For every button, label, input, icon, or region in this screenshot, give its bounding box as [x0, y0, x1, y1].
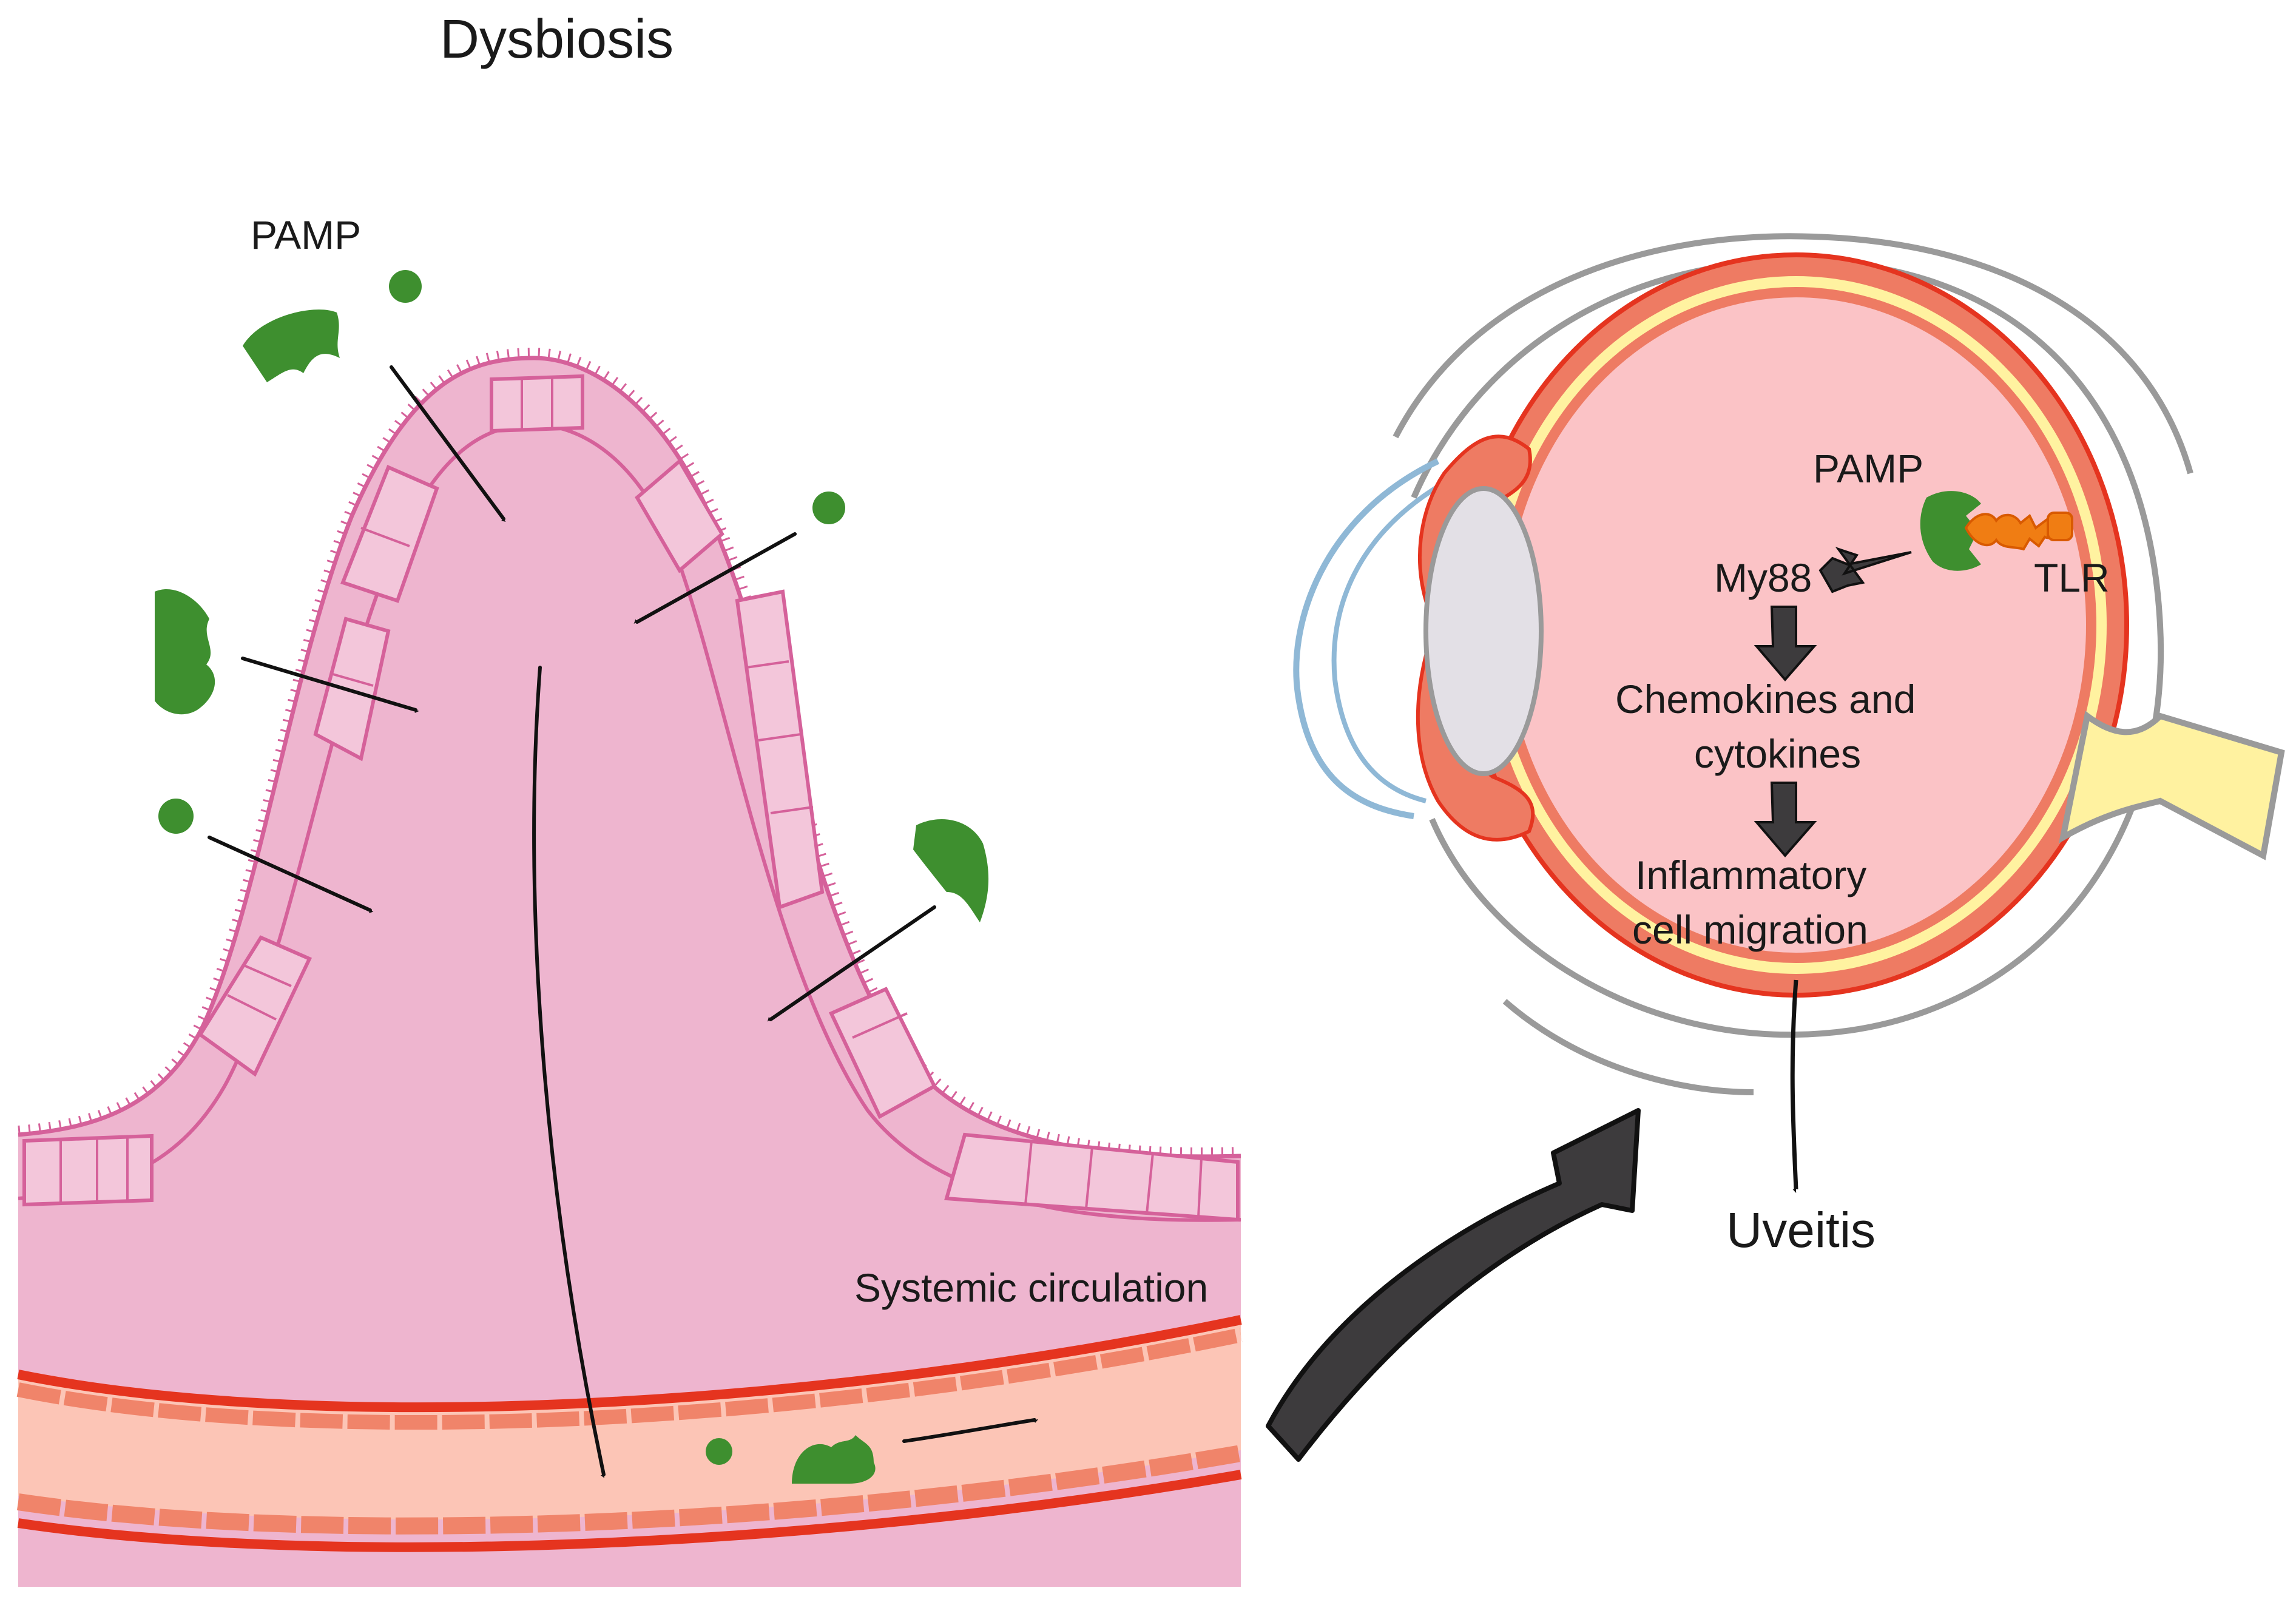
- cell-divisions: [59, 376, 1203, 1218]
- lens: [1423, 486, 1544, 776]
- label-tlr: TLR: [2034, 555, 2110, 600]
- label-uveitis: Uveitis: [1726, 1203, 1876, 1258]
- pamp-blob-icon: [155, 589, 215, 715]
- vessel-wall-top: [17, 1315, 1242, 1413]
- title-dysbiosis: Dysbiosis: [440, 9, 674, 70]
- label-my88: My88: [1714, 555, 1812, 600]
- label-inflammatory-line2: cell migration: [1632, 907, 1868, 952]
- optic-nerve: [2058, 711, 2285, 860]
- pamp-blob-icon: [243, 309, 340, 382]
- sclera-outline: [1411, 257, 2164, 1038]
- pamp-blob-icon: [913, 819, 989, 922]
- pamp-dot-icon: [158, 799, 194, 834]
- gut-pamps: [155, 270, 989, 1484]
- pamp-dot-icon: [389, 270, 422, 303]
- pamp-dot-icon: [812, 492, 845, 524]
- gut-villus: [18, 347, 1241, 1587]
- label-systemic-circulation: Systemic circulation: [854, 1265, 1208, 1310]
- vessel-endothelium-bottom: [16, 1445, 1243, 1535]
- blood-vessel: [16, 1315, 1243, 1587]
- vessel-wall-bottom: [17, 1470, 1242, 1552]
- cornea: [1293, 458, 1440, 819]
- pamp-dot-icon: [706, 1438, 732, 1465]
- systemic-to-eye-arrow: [1266, 1108, 1641, 1462]
- tlr-receptor-icon: [1964, 512, 2073, 551]
- label-chemokines-line2: cytokines: [1694, 731, 1861, 776]
- pamp-entry-arrows: [208, 365, 1035, 1475]
- label-pamp-eye: PAMP: [1813, 446, 1923, 491]
- villus-tissue: [18, 358, 1241, 1587]
- pamp-blob-icon: [1920, 491, 1981, 571]
- vessel-endothelium-top: [16, 1328, 1243, 1430]
- uveitis-arrow: [1792, 979, 1798, 1189]
- label-inflammatory-line1: Inflammatory: [1635, 853, 1866, 897]
- epithelial-cells: [22, 374, 1240, 1222]
- eye-pathway-arrows: [1754, 547, 1912, 858]
- vessel-lumen: [18, 1320, 1241, 1520]
- label-pamp-gut: PAMP: [251, 212, 361, 257]
- label-chemokines-line1: Chemokines and: [1615, 677, 1916, 721]
- pamp-blob-icon: [792, 1435, 876, 1484]
